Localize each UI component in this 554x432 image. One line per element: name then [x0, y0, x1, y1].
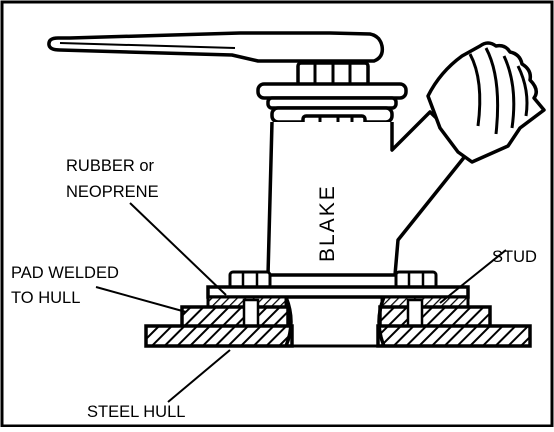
outlet-hose: [426, 41, 546, 164]
label-rubber-line2: NEOPRENE: [66, 183, 159, 201]
steel-hull: [144, 324, 532, 348]
valve-handle: [47, 31, 385, 63]
valve-body: [266, 110, 472, 277]
leader-lines: [95, 202, 507, 403]
top-nut: [296, 61, 370, 87]
label-rubber-line1: RUBBER or: [66, 157, 155, 175]
base-flange: [206, 270, 470, 299]
brand-label: BLAKE: [316, 184, 339, 262]
label-pad-line2: TO HULL: [11, 289, 80, 307]
label-pad-line1: PAD WELDED: [11, 264, 119, 282]
label-stud: STUD: [492, 248, 537, 266]
label-steel-hull: STEEL HULL: [87, 403, 185, 421]
hull-bore: [284, 295, 386, 348]
